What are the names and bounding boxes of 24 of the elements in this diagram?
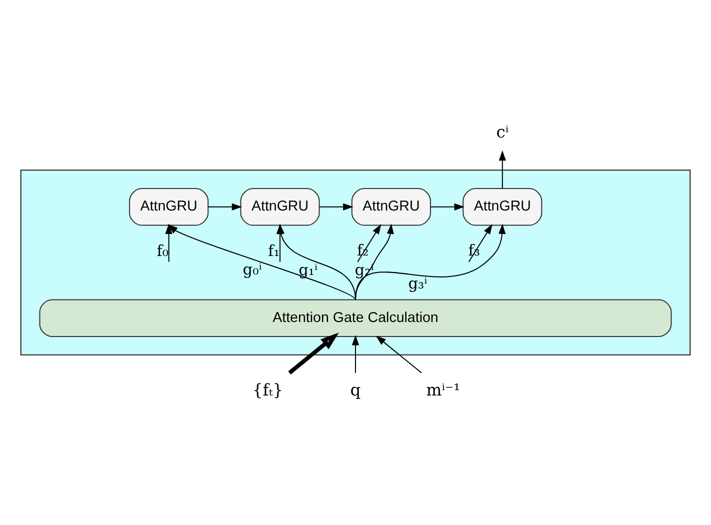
arrow [288, 332, 339, 374]
edge-label: f₀ [156, 242, 169, 260]
arrow [320, 203, 354, 210]
edge-label: f₁ [268, 242, 280, 260]
arrow [165, 224, 178, 262]
arrow [208, 203, 242, 210]
edge-label: g₃ⁱ [408, 274, 428, 292]
cluster [20, 170, 691, 356]
node-text: mⁱ⁻¹ [426, 380, 460, 400]
arrow [352, 335, 360, 373]
arrow [376, 336, 422, 374]
node-box: AttnGRU [462, 188, 542, 226]
node-text: cⁱ [496, 122, 509, 142]
arrow [430, 203, 464, 210]
node-box: AttnGRU [351, 188, 431, 226]
arrow [498, 150, 506, 188]
arrow [355, 224, 506, 300]
node-box: Attention Gate Calculation [39, 299, 672, 337]
node-box: AttnGRU [240, 188, 320, 226]
node-text: q [350, 380, 361, 400]
node-box: AttnGRU [129, 188, 209, 226]
node-text: {fₜ} [252, 380, 284, 400]
edge-label: g₁ⁱ [298, 260, 318, 279]
edge-label: g₀ⁱ [242, 260, 262, 279]
